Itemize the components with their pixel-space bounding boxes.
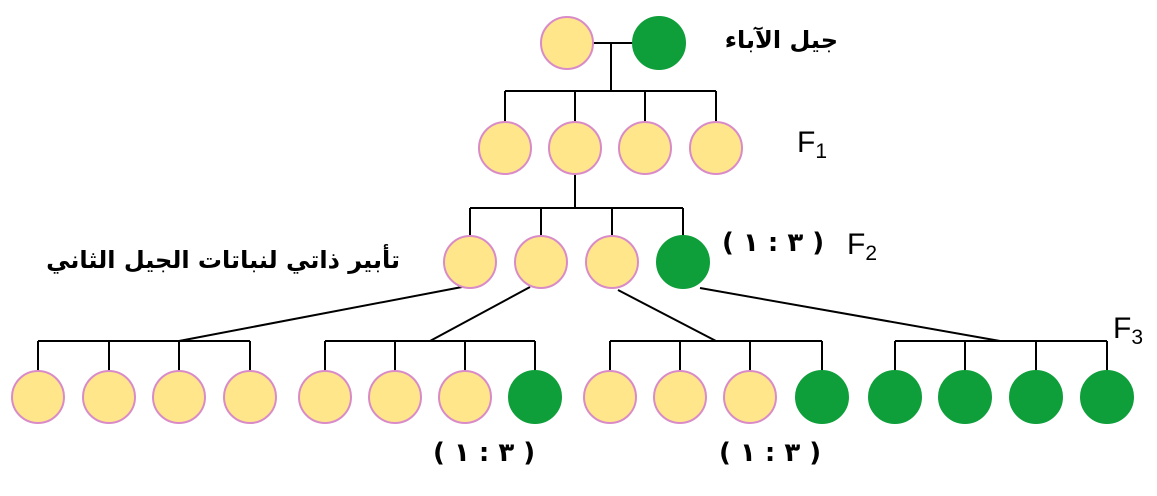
- f3-group2-plant-2-yellow: [368, 370, 422, 424]
- parent-plant-2-green: [632, 16, 686, 70]
- parents-generation-label: جيل الآباء: [724, 26, 838, 54]
- f3-number: 3: [1131, 326, 1144, 349]
- f3-group3-link: [617, 289, 717, 342]
- f2-ratio: ( ٣ : ١ ): [722, 228, 825, 258]
- connector-lines: [37, 42, 1108, 371]
- f2-plant-2-yellow: [514, 235, 568, 289]
- f3-group3-plant-4-green: [795, 370, 849, 424]
- f3-group1-link: [178, 286, 463, 342]
- f3-group3-plant-2-yellow: [653, 370, 707, 424]
- f3-group4-plant-2-green: [938, 370, 992, 424]
- f3-group3-plant-3-yellow: [723, 370, 777, 424]
- f2-letter: F: [847, 228, 866, 261]
- f1-plant-4-yellow: [689, 121, 743, 175]
- f1-letter: F: [797, 126, 816, 159]
- f3-group2-link: [429, 286, 531, 342]
- f3-group2-plant-4-green: [508, 370, 562, 424]
- f3-group4-plant-1-green: [868, 370, 922, 424]
- f2-label: F2: [847, 228, 877, 266]
- f3-group2-plant-1-yellow: [298, 370, 352, 424]
- f3-group4-link: [699, 287, 1001, 342]
- self-pollination-label: تأبير ذاتي لنباتات الجيل الثاني: [46, 246, 400, 274]
- f3-group4-plant-3-green: [1009, 370, 1063, 424]
- f3-group1-plant-3-yellow: [152, 370, 206, 424]
- f3-group4-plant-4-green: [1080, 370, 1134, 424]
- f3-group2-plant-3-yellow: [438, 370, 492, 424]
- f3-group1-plant-2-yellow: [82, 370, 136, 424]
- f2-plant-4-green: [656, 235, 710, 289]
- f1-plant-3-yellow: [618, 121, 672, 175]
- f3-group3-ratio: ( ٣ : ١ ): [719, 438, 822, 468]
- f1-plant-1-yellow: [478, 121, 532, 175]
- f3-label: F3: [1113, 312, 1143, 350]
- f3-group1-plant-1-yellow: [11, 370, 65, 424]
- parent-plant-1-yellow: [540, 16, 594, 70]
- f1-number: 1: [815, 140, 828, 163]
- f1-label: F1: [797, 126, 827, 164]
- plant-circles: [11, 16, 1134, 424]
- f3-group1-plant-4-yellow: [223, 370, 277, 424]
- f3-group2-ratio: ( ٣ : ١ ): [433, 438, 536, 468]
- f2-plant-3-yellow: [585, 235, 639, 289]
- f3-group3-plant-1-yellow: [583, 370, 637, 424]
- f3-letter: F: [1113, 312, 1132, 345]
- f2-plant-1-yellow: [443, 235, 497, 289]
- f1-plant-2-yellow: [548, 121, 602, 175]
- f2-number: 2: [865, 242, 878, 265]
